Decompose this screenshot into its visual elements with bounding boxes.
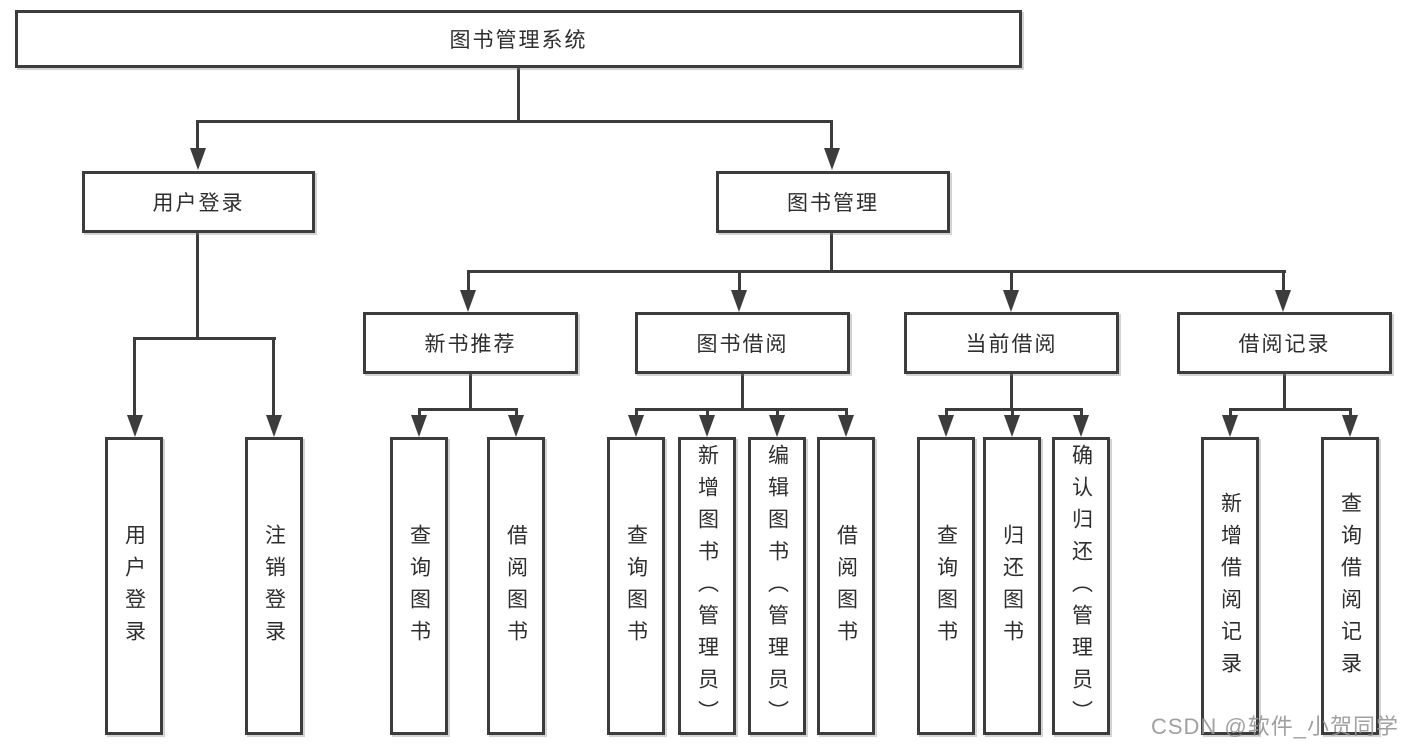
arrow-down-icon	[266, 415, 282, 437]
node-label: 图书管理	[787, 192, 879, 215]
leaf-query-books-current: 查询图书	[917, 437, 975, 735]
connector-leaf	[776, 408, 779, 420]
node-book-management: 图书管理	[716, 171, 950, 233]
node-current-borrowing: 当前借阅	[904, 312, 1119, 374]
leaf-return-books: 归还图书	[983, 437, 1041, 735]
connector-leaf	[1229, 408, 1232, 420]
node-label: 当前借阅	[965, 333, 1058, 356]
arrow-down-icon	[824, 148, 840, 170]
arrow-down-icon	[508, 415, 524, 437]
leaf-label: 查询图书	[407, 524, 431, 652]
leaf-label: 借阅图书	[834, 524, 858, 652]
connector-leaf	[635, 408, 638, 420]
connector-current-borrow-stem	[1010, 374, 1013, 408]
leaf-label: 借阅图书	[504, 524, 528, 652]
connector-book-management-split	[467, 270, 1286, 273]
connector-new-book-stem	[469, 374, 472, 408]
arrow-down-icon	[190, 148, 206, 170]
leaf-label: 归还图书	[1000, 524, 1024, 652]
leaf-query-books-recommend: 查询图书	[390, 437, 448, 735]
node-label: 图书借阅	[696, 333, 789, 356]
connector-borrow-records-split	[1229, 408, 1352, 411]
arrow-down-icon	[769, 415, 785, 437]
connector-to-current-borrow	[1010, 270, 1013, 292]
leaf-borrow-books-recommend: 借阅图书	[487, 437, 545, 735]
leaf-label: 查询借阅记录	[1338, 492, 1362, 684]
arrow-down-icon	[838, 415, 854, 437]
arrow-down-icon	[1004, 415, 1020, 437]
node-new-book-recommendation: 新书推荐	[363, 312, 578, 374]
arrow-down-icon	[127, 415, 143, 437]
leaf-label: 查询图书	[934, 524, 958, 652]
connector-to-book-borrow	[738, 270, 741, 292]
leaf-query-books-borrowing: 查询图书	[607, 437, 665, 735]
node-label: 用户登录	[152, 192, 245, 215]
connector-user-login-split	[133, 337, 276, 340]
node-user-login: 用户登录	[82, 171, 315, 233]
connector-leaf	[1080, 408, 1083, 420]
arrow-down-icon	[938, 415, 954, 437]
leaf-label: 查询图书	[624, 524, 648, 652]
arrow-down-icon	[1003, 290, 1019, 312]
leaf-confirm-return-admin: 确认归还（管理员）	[1052, 437, 1110, 735]
node-borrowing-records: 借阅记录	[1177, 312, 1392, 374]
arrow-down-icon	[731, 290, 747, 312]
connector-book-borrow-split	[635, 408, 847, 411]
arrow-down-icon	[1073, 415, 1089, 437]
connector-leaf	[1349, 408, 1352, 420]
connector-user-login-stem	[196, 233, 199, 337]
leaf-label: 确认归还（管理员）	[1069, 444, 1093, 732]
connector-leaf	[418, 408, 421, 420]
arrow-down-icon	[411, 415, 427, 437]
arrow-down-icon	[1222, 415, 1238, 437]
connector-new-book-split	[418, 408, 518, 411]
connector-leaf	[515, 408, 518, 420]
connector-to-leaf-user-login	[133, 337, 136, 417]
node-label: 借阅记录	[1238, 333, 1331, 356]
connector-to-leaf-logout	[272, 337, 275, 417]
leaf-add-borrow-record: 新增借阅记录	[1201, 437, 1259, 735]
arrow-down-icon	[1342, 415, 1358, 437]
connector-to-new-book	[467, 270, 470, 292]
connector-leaf	[706, 408, 709, 420]
leaf-query-borrow-record: 查询借阅记录	[1321, 437, 1379, 735]
connector-book-management-stem	[830, 233, 833, 270]
node-book-borrowing: 图书借阅	[635, 312, 850, 374]
connector-borrow-records-stem	[1283, 374, 1286, 408]
connector-to-user-login	[196, 120, 199, 152]
leaf-label: 编辑图书（管理员）	[765, 444, 789, 732]
connector-to-book-management	[830, 120, 833, 152]
node-label: 新书推荐	[424, 333, 517, 356]
arrow-down-icon	[699, 415, 715, 437]
leaf-borrow-books-borrowing: 借阅图书	[817, 437, 875, 735]
connector-leaf	[845, 408, 848, 420]
node-label: 图书管理系统	[449, 29, 588, 52]
leaf-add-books-admin: 新增图书（管理员）	[678, 437, 736, 735]
node-library-management-system: 图书管理系统	[15, 10, 1022, 68]
leaf-user-login: 用户登录	[105, 437, 163, 735]
connector-to-borrow-records	[1282, 270, 1285, 292]
leaf-logout-login: 注销登录	[245, 437, 303, 735]
connector-root-split	[196, 120, 833, 123]
arrow-down-icon	[628, 415, 644, 437]
connector-root-stem	[517, 68, 520, 120]
connector-leaf	[1011, 408, 1014, 420]
connector-leaf	[945, 408, 948, 420]
leaf-edit-books-admin: 编辑图书（管理员）	[748, 437, 806, 735]
leaf-label: 新增借阅记录	[1218, 492, 1242, 684]
leaf-label: 新增图书（管理员）	[695, 444, 719, 732]
arrow-down-icon	[460, 290, 476, 312]
arrow-down-icon	[1275, 290, 1291, 312]
connector-book-borrow-stem	[741, 374, 744, 408]
leaf-label: 用户登录	[122, 524, 146, 652]
leaf-label: 注销登录	[262, 524, 286, 652]
csdn-watermark: CSDN @软件_小贺同学	[1150, 714, 1399, 739]
